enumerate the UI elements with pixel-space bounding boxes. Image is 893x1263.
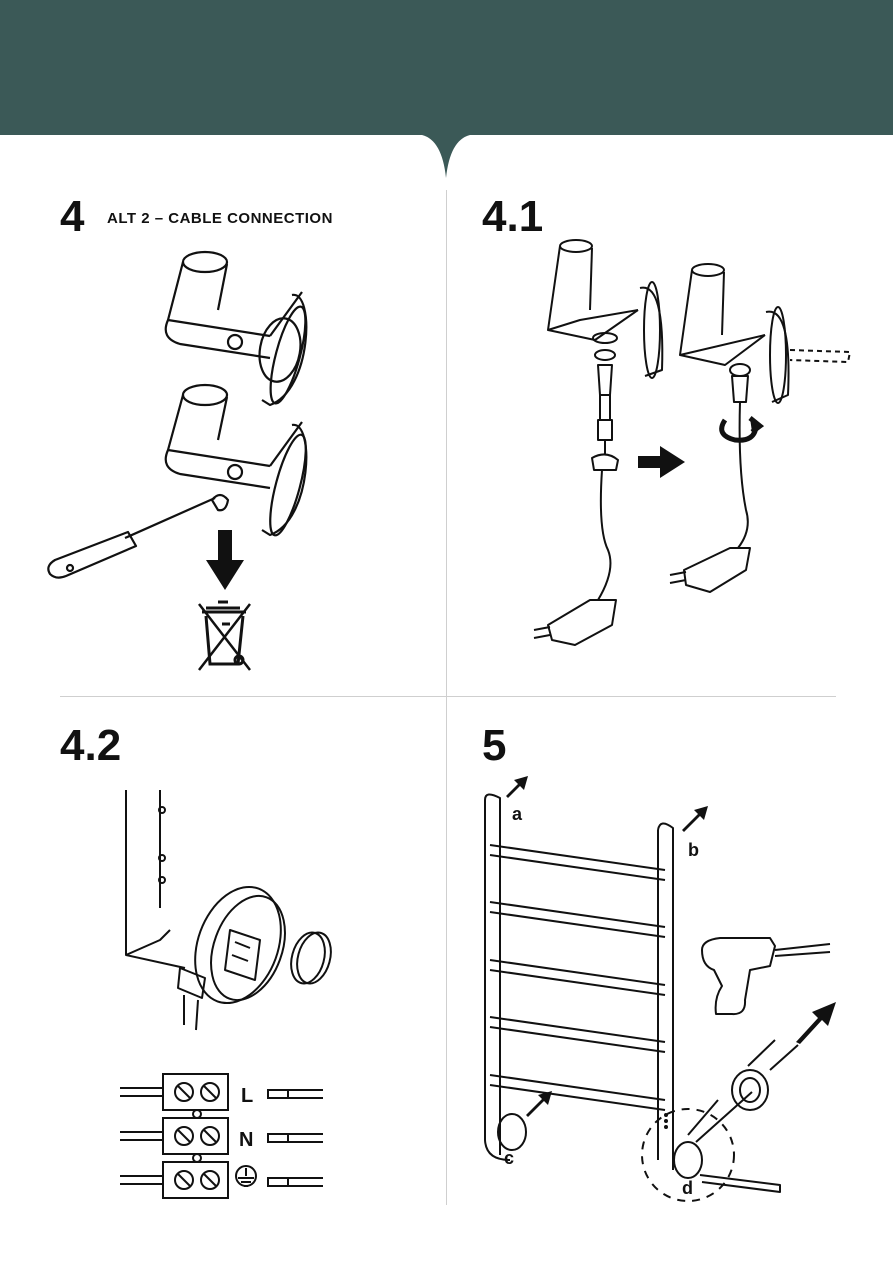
arrow-icon bbox=[796, 1002, 836, 1044]
step-5-number: 5 bbox=[482, 724, 506, 768]
earth-icon bbox=[236, 1166, 256, 1186]
arrow-icon bbox=[682, 806, 708, 832]
rail-label-b: b bbox=[688, 840, 699, 860]
arrow-icon bbox=[638, 446, 685, 478]
rail-label-a: a bbox=[512, 804, 523, 824]
step-4-2-illustration bbox=[110, 780, 360, 1050]
horizontal-divider bbox=[60, 696, 836, 697]
screwdriver-icon bbox=[48, 498, 215, 578]
radiator-leg-left bbox=[534, 240, 662, 645]
step-4-number: 4 bbox=[60, 195, 84, 239]
rail-label-d: d bbox=[682, 1178, 693, 1198]
wall-bracket-open bbox=[166, 385, 313, 538]
step-4-2-number: 4.2 bbox=[60, 724, 121, 768]
vertical-divider bbox=[446, 190, 447, 1205]
arrow-icon bbox=[526, 1091, 552, 1117]
header-band bbox=[0, 0, 893, 180]
drill-icon bbox=[702, 938, 830, 1014]
arrow-icon bbox=[506, 776, 528, 798]
terminal-label-live: L bbox=[241, 1085, 253, 1107]
step-4-1-illustration bbox=[520, 230, 870, 670]
rail-label-c: c bbox=[504, 1148, 514, 1168]
step-5-illustration: a b c d bbox=[470, 770, 850, 1210]
terminal-block-diagram: L N bbox=[118, 1072, 338, 1202]
step-4-title: ALT 2 – CABLE CONNECTION bbox=[107, 210, 333, 227]
step-4-illustration bbox=[40, 240, 440, 680]
rotate-icon bbox=[722, 418, 760, 440]
dots-icon bbox=[664, 1113, 668, 1129]
recycle-bin-icon bbox=[199, 602, 250, 670]
terminal-label-neutral: N bbox=[239, 1129, 253, 1151]
wall-bracket-closed bbox=[166, 252, 313, 406]
arrow-icon bbox=[206, 530, 244, 590]
